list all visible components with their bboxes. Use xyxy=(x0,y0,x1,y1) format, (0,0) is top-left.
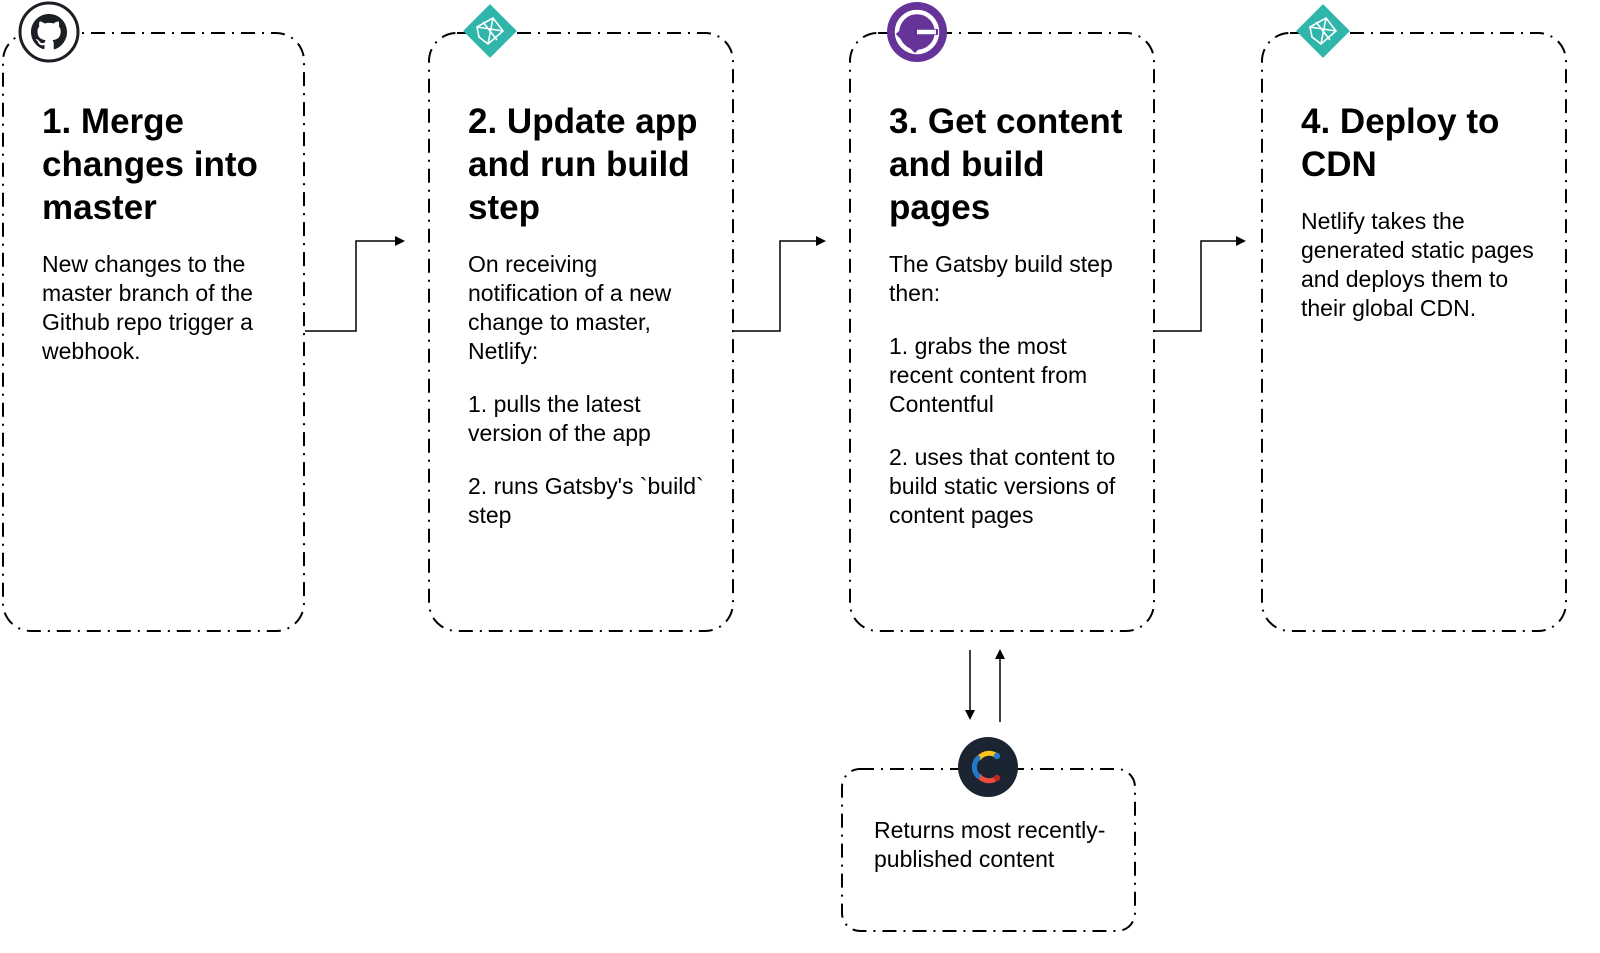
netlify-icon xyxy=(1296,4,1350,58)
step-paragraph: 1. pulls the latest version of the app xyxy=(468,391,651,446)
step-card-build xyxy=(428,32,734,632)
step-paragraph: New changes to the master branch of the … xyxy=(42,251,253,364)
step-card-content xyxy=(849,32,1155,632)
step-title: 1. Merge changes into master xyxy=(42,102,258,227)
contentful-description: Returns most recently-published content xyxy=(874,817,1106,872)
gatsby-icon xyxy=(887,2,947,62)
card-border xyxy=(428,32,734,632)
card-border xyxy=(849,32,1155,632)
step-paragraph: On receiving notification of a new chang… xyxy=(468,251,672,364)
arrow-step1-to-step2 xyxy=(305,236,405,332)
card-border xyxy=(1261,32,1567,632)
step-title: 2. Update app and run build step xyxy=(468,102,698,227)
step-paragraph: The Gatsby build step then: xyxy=(889,251,1113,306)
contentful-icon xyxy=(958,737,1018,797)
github-icon xyxy=(18,1,80,63)
arrow-step2-to-step3 xyxy=(734,236,826,332)
step-description: New changes to the master branch of the … xyxy=(42,250,282,390)
step-description: On receiving notification of a new chang… xyxy=(468,250,708,554)
step-card-merge xyxy=(2,32,305,632)
netlify-icon xyxy=(463,4,517,58)
step-paragraph: 2. uses that content to build static ver… xyxy=(889,444,1116,528)
step-paragraph: 2. runs Gatsby's `build` step xyxy=(468,473,704,528)
step-paragraph: Netlify takes the generated static pages… xyxy=(1301,208,1534,321)
step-title: 3. Get content and build pages xyxy=(889,102,1123,227)
step-description: The Gatsby build step then: 1. grabs the… xyxy=(889,250,1129,554)
step-description: Netlify takes the generated static pages… xyxy=(1301,207,1541,347)
step-paragraph: 1. grabs the most recent content from Co… xyxy=(889,333,1088,417)
step-card-deploy xyxy=(1261,32,1567,632)
arrow-step3-to-step4 xyxy=(1155,236,1246,332)
step-title: 4. Deploy to CDN xyxy=(1301,102,1500,184)
card-border xyxy=(2,32,305,632)
